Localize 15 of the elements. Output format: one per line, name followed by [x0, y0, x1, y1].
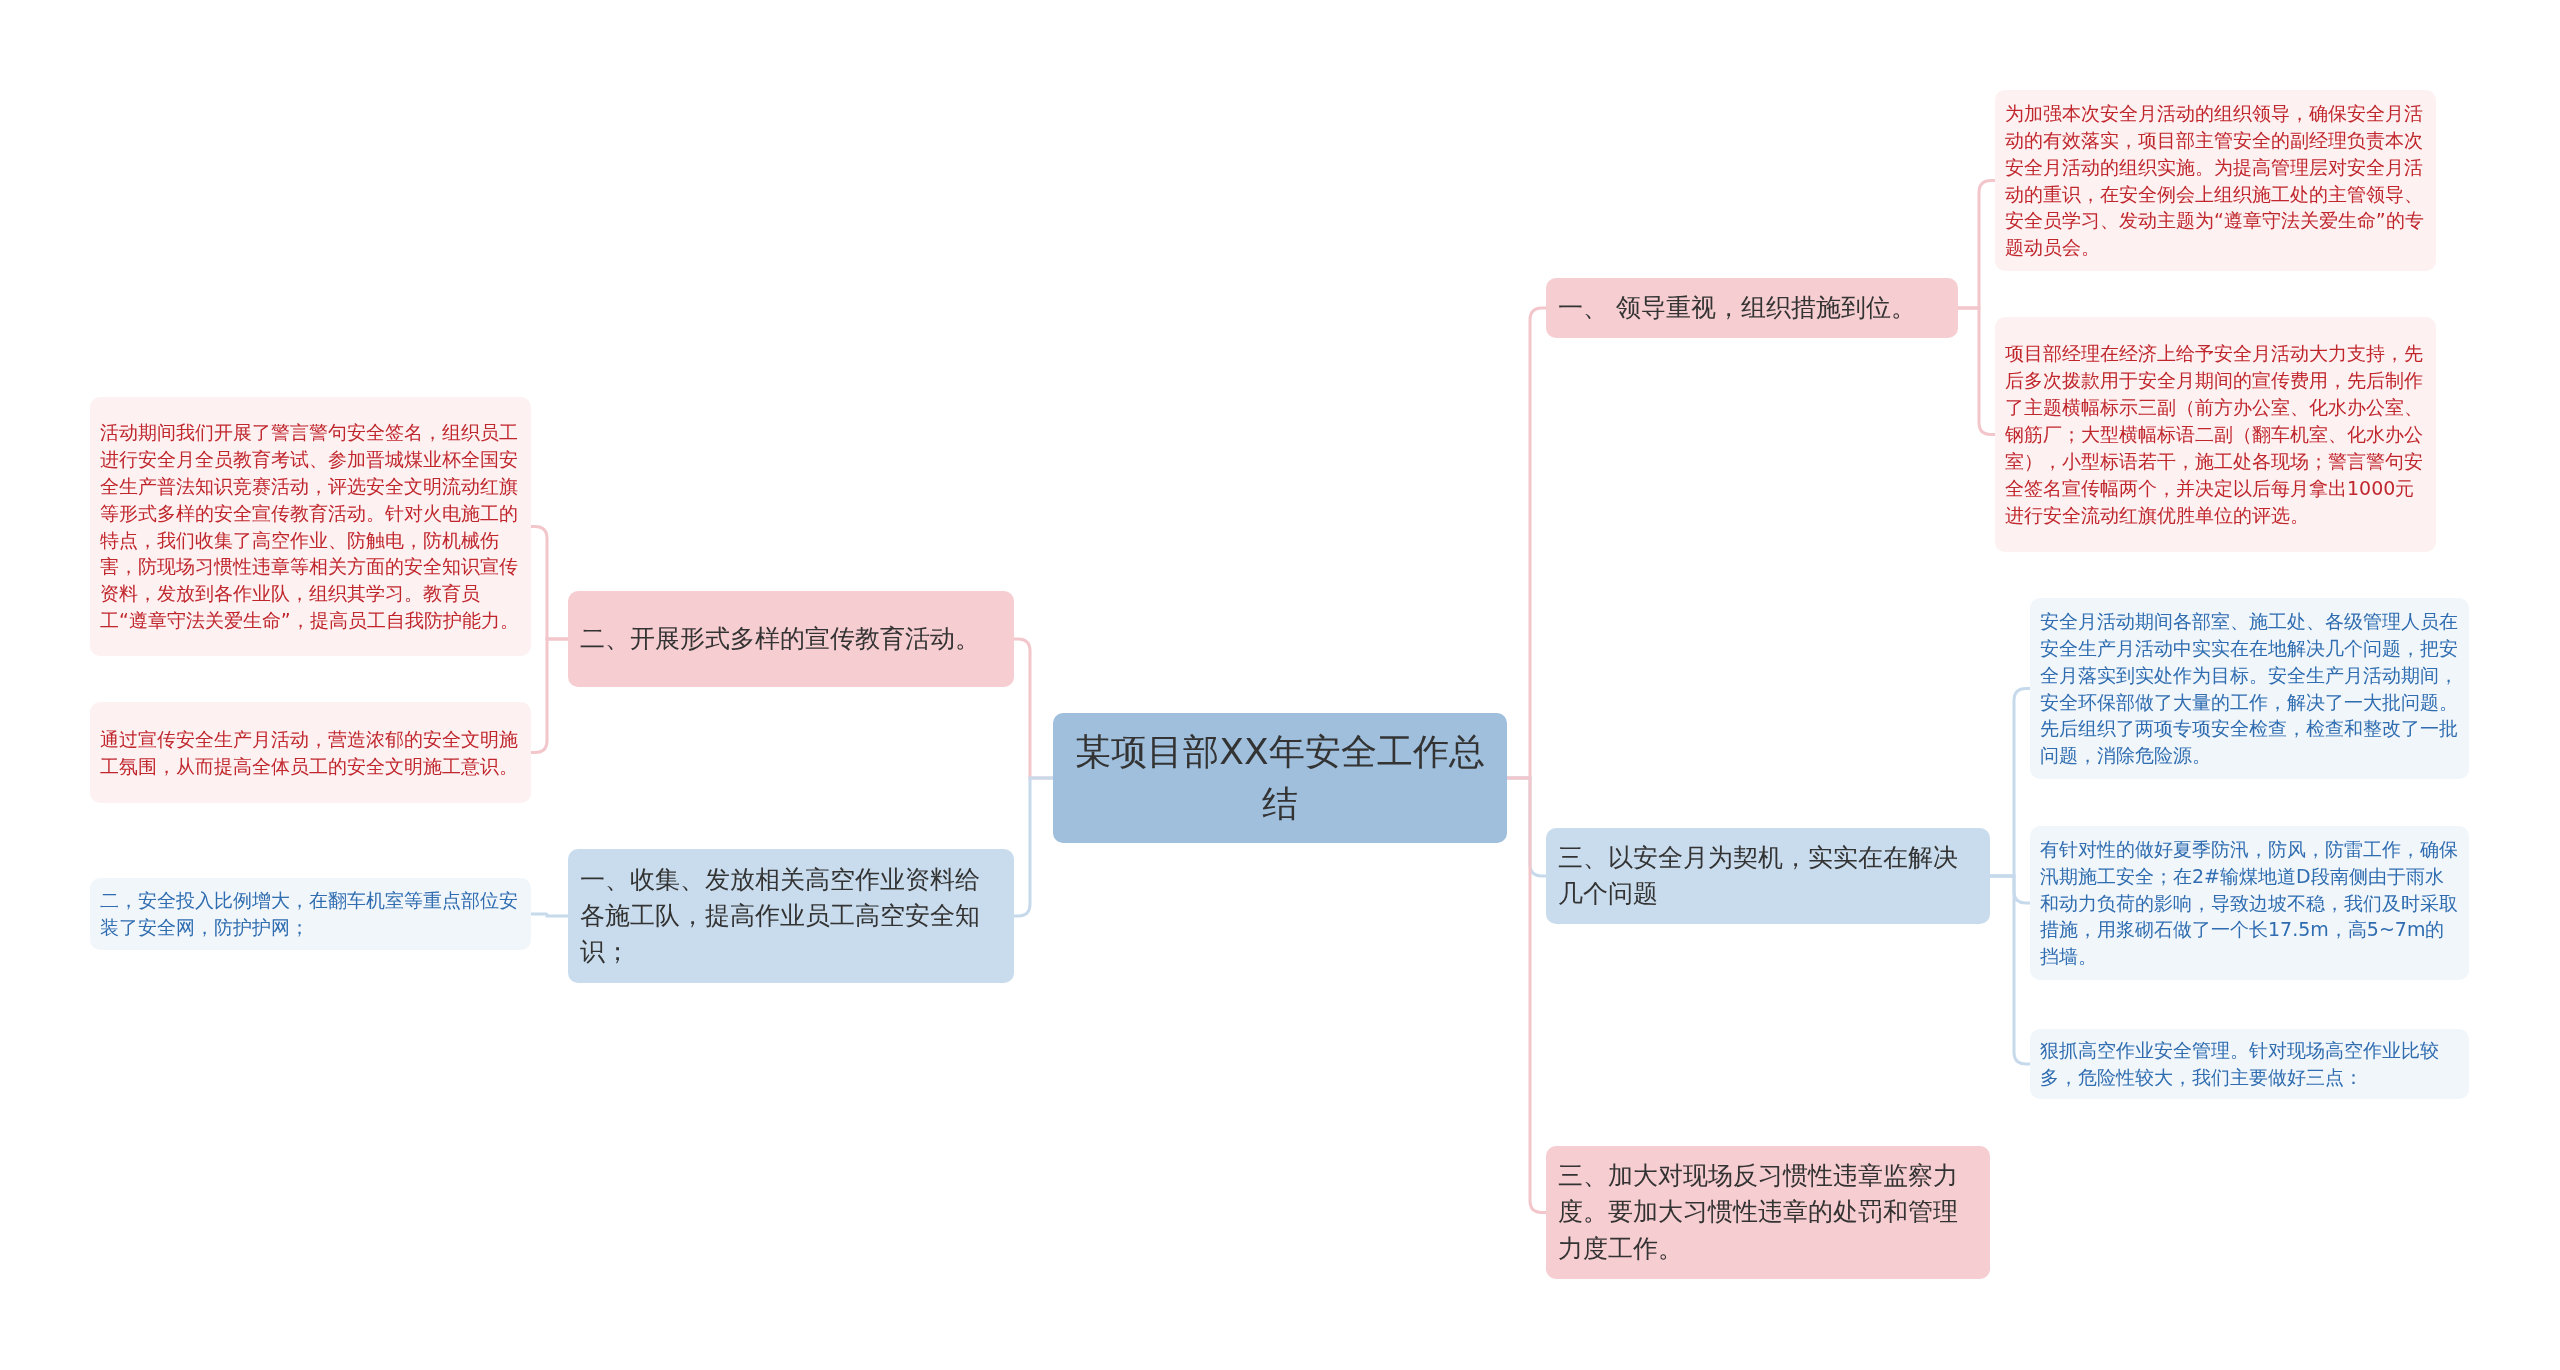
central-topic-box: 某项目部XX年安全工作总结 [1053, 713, 1507, 843]
note-box: 活动期间我们开展了警言警句安全签名，组织员工进行安全月全员教育考试、参加晋城煤业杯全国安全生产普法知识竞赛活动，评选安全文明流动红旗等形式多样的安全宣传教育活动。针对火电施工的特点，我们收集了高空作业、防触电，防机械伤害，防现场习惯性违章等相关方面的安全知识宣传资料，发放到各作业队，组织其学习。教育员工“遵章守法关爱生命”，提高员工自我防护能力。 [90, 397, 531, 656]
topic-box: 二、开展形式多样的宣传教育活动。 [568, 591, 1014, 687]
topic-box: 一、 领导重视，组织措施到位。 [1546, 278, 1958, 338]
topic-box: 一、收集、发放相关高空作业资料给各施工队，提高作业员工高空安全知识； [568, 849, 1014, 983]
note-box: 安全月活动期间各部室、施工处、各级管理人员在安全生产月活动中实实在在地解决几个问题，把安全月落实到实处作为目标。安全生产月活动期间，安全环保部做了大量的工作，解决了一大批问题。先后组织了两项专项安全检查，检查和整改了一批问题，消除危险源。 [2030, 598, 2469, 779]
topic-box: 三、以安全月为契机，实实在在解决几个问题 [1546, 828, 1990, 924]
note-box: 有针对性的做好夏季防汛，防风，防雷工作，确保汛期施工安全；在2#输煤地道D段南侧由于雨水和动力负荷的影响，导致边坡不稳，我们及时采取措施，用浆砌石做了一个长17.5m，高5~7m的挡墙。 [2030, 826, 2469, 980]
note-box: 通过宣传安全生产月活动，营造浓郁的安全文明施工氛围，从而提高全体员工的安全文明施工意识。 [90, 702, 531, 803]
connector-line [531, 912, 568, 918]
note-box: 为加强本次安全月活动的组织领导，确保安全月活动的有效落实，项目部主管安全的副经理负责本次安全月活动的组织实施。为提高管理层对安全月活动的重识，在安全例会上组织施工处的主管领导、安全员学习、发动主题为“遵章守法关爱生命”的专题动员会。 [1995, 90, 2436, 271]
note-box: 二，安全投入比例增大，在翻车机室等重点部位安装了安全网，防护护网； [90, 878, 531, 950]
note-box: 项目部经理在经济上给予安全月活动大力支持，先后多次拨款用于安全月期间的宣传费用，先后制作了主题横幅标示三副（前方办公室、化水办公室、钢筋厂；大型横幅标语二副（翻车机室、化水办公室），小型标语若干，施工处各现场；警言警句安全签名宣传幅两个，并决定以后每月拿出1000元进行安全流动红旗优胜单位的评选。 [1995, 317, 2436, 552]
topic-box: 三、加大对现场反习惯性违章监察力度。要加大习惯性违章的处罚和管理力度工作。 [1546, 1146, 1990, 1279]
note-box: 狠抓高空作业安全管理。针对现场高空作业比较多，危险性较大，我们主要做好三点： [2030, 1029, 2469, 1099]
